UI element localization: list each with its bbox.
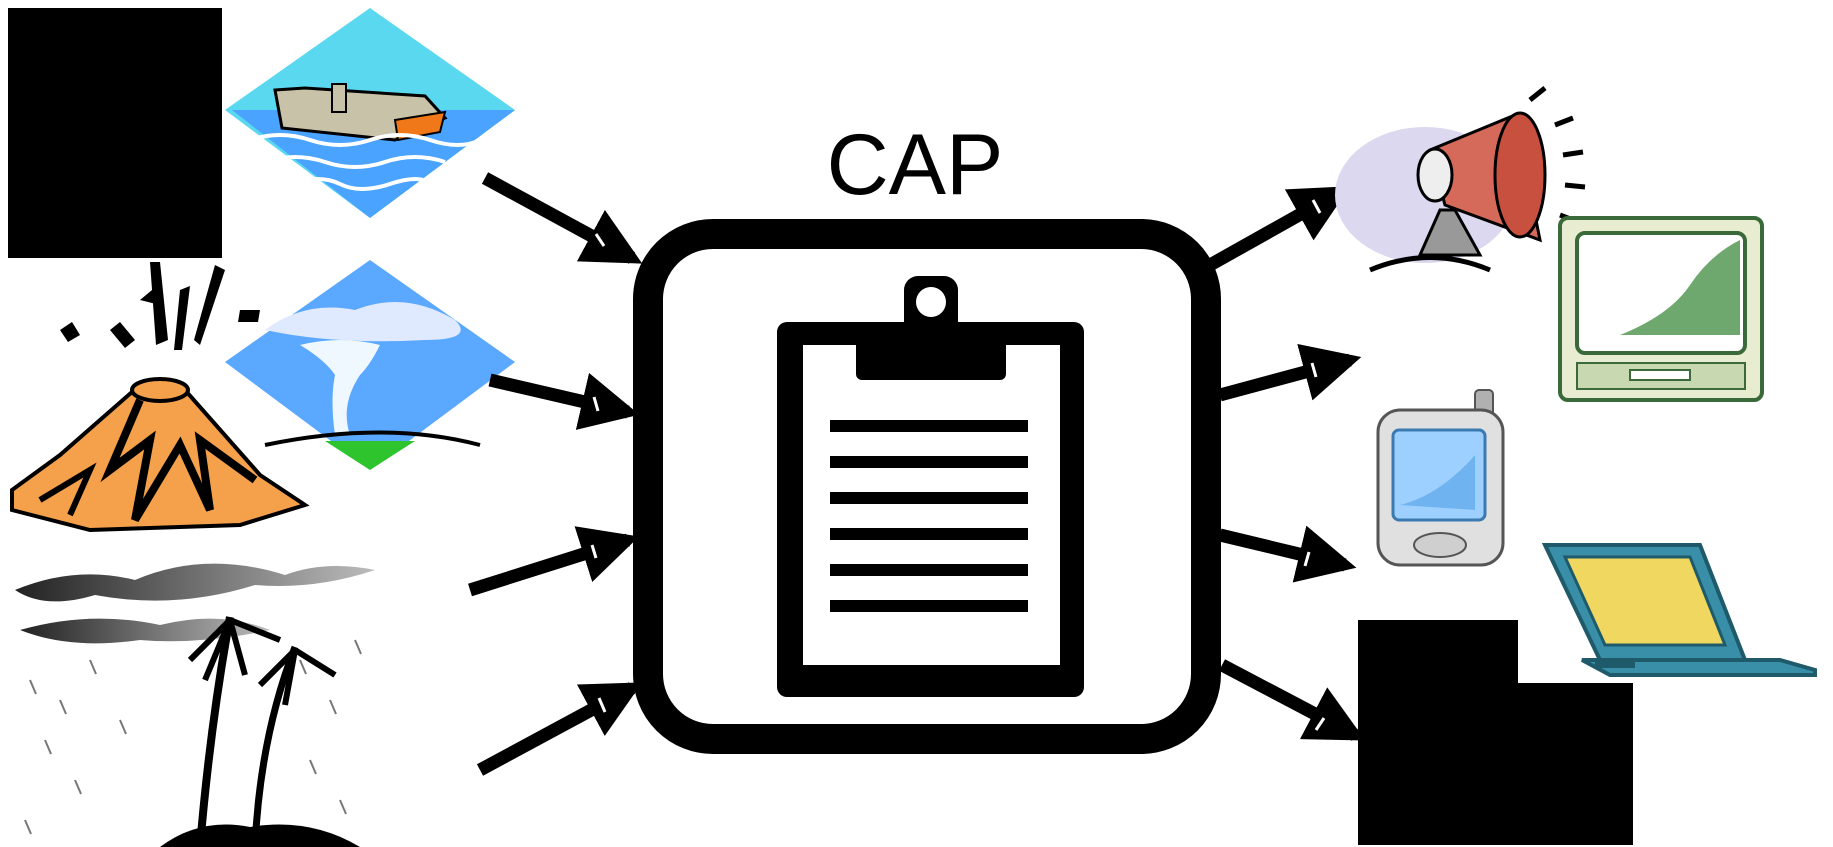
- redacted-block-bottom-right: [1358, 683, 1633, 845]
- arrow-volcano-to-cap: [468, 526, 640, 597]
- cap-title: CAP: [826, 117, 1004, 213]
- siren-megaphone-icon: [1335, 86, 1586, 273]
- arrow-tornado-to-cap: [488, 372, 640, 430]
- redacted-block-top-left: [8, 8, 222, 258]
- flood-icon: [225, 8, 515, 218]
- clipboard-icon: [777, 276, 1084, 697]
- arrow-cap-to-tv: [1218, 343, 1362, 402]
- arrow-flood-to-cap: [481, 172, 643, 264]
- arrow-storm-to-cap: [476, 682, 643, 776]
- arrow-cap-to-laptop: [1218, 659, 1366, 741]
- arrow-cap-to-siren: [1206, 186, 1351, 271]
- television-icon: [1558, 216, 1764, 402]
- mobile-phone-icon: [1376, 389, 1505, 567]
- hurricane-storm-icon: [15, 563, 375, 847]
- arrow-cap-to-phone: [1218, 525, 1357, 583]
- laptop-icon: [1541, 543, 1817, 677]
- tornado-icon: [225, 260, 515, 470]
- volcano-icon: [10, 262, 310, 533]
- redacted-block-bottom-right-upper: [1358, 620, 1518, 685]
